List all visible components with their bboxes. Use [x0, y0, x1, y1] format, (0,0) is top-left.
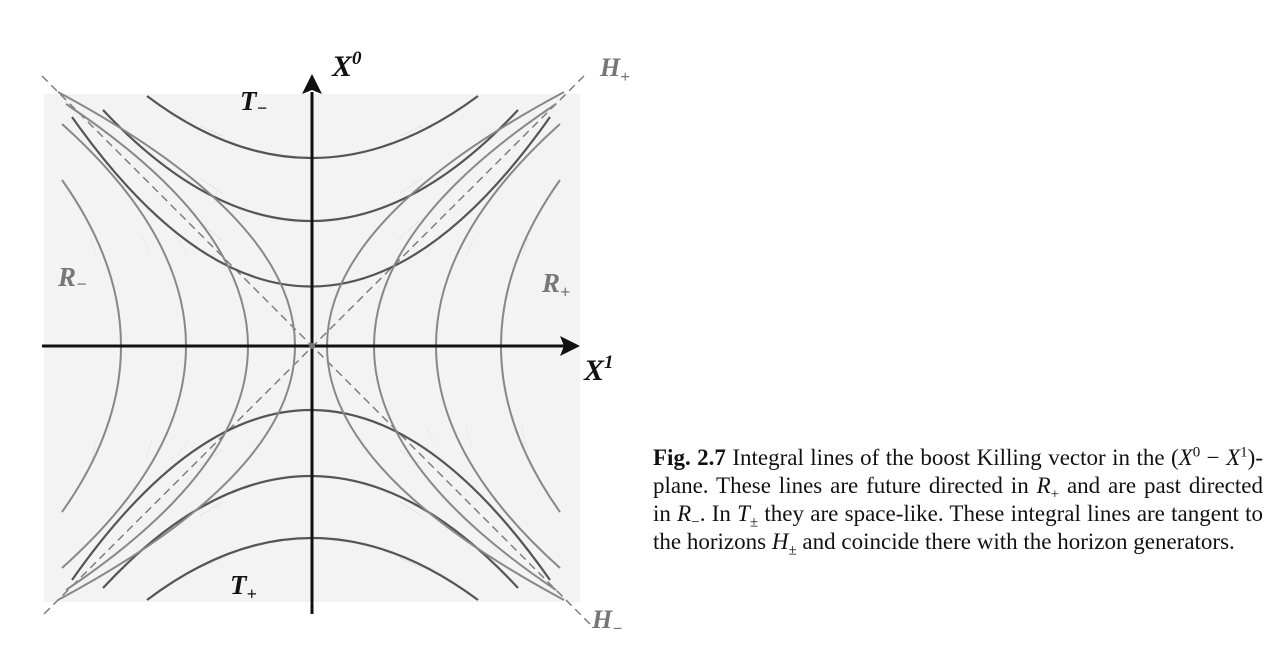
t-plus-arrows	[199, 449, 423, 569]
figure-number: Fig. 2.7	[653, 445, 726, 470]
r-minus-arrows	[89, 235, 189, 459]
r-plus-arrow	[465, 427, 473, 447]
r-plus-arrow	[521, 237, 529, 257]
r-plus-arrow	[521, 427, 527, 447]
region-r-minus-label: R−	[57, 262, 87, 294]
t-plus-arrow	[399, 557, 423, 569]
t-plus-arrow	[399, 449, 421, 465]
origin-point	[309, 343, 315, 349]
x0-axis-arrowhead	[302, 74, 322, 94]
x1-axis-arrowhead	[560, 336, 580, 356]
r-minus-arrow	[177, 439, 189, 457]
t-plus-arrow	[199, 557, 223, 569]
t-plus-arrow	[199, 501, 223, 517]
t-minus-arrows	[199, 125, 423, 241]
t-plus-arrow	[199, 449, 223, 467]
t-minus-arrow	[399, 125, 423, 137]
figure-caption: Fig. 2.7 Integral lines of the boost Kil…	[653, 444, 1264, 559]
horizon-h-plus-label: H+	[599, 53, 630, 86]
region-t-minus-label: T−	[240, 86, 267, 118]
t-minus-arrow	[397, 221, 419, 241]
boost-killing-vector-figure: X0 X1 T− T+ R− R+ H+ H−	[41, 48, 630, 638]
t-minus-arrow	[199, 221, 223, 241]
r-plus-arrow	[427, 237, 439, 255]
r-plus-arrow	[427, 429, 437, 447]
r-plus-arrow	[465, 237, 475, 257]
t-minus-arrow	[199, 177, 223, 194]
r-minus-arrow	[175, 235, 187, 253]
x1-axis-label: X1	[583, 352, 614, 387]
region-r-plus-label: R+	[541, 268, 570, 302]
t-minus-arrow	[199, 125, 223, 137]
t-minus-arrow	[399, 177, 423, 194]
region-t-plus-label: T+	[230, 570, 257, 604]
r-minus-arrow	[89, 235, 97, 255]
r-plus-arrows	[427, 237, 529, 447]
r-minus-arrow	[141, 235, 151, 255]
x0-axis-label: X0	[331, 48, 362, 83]
horizon-h-minus-label: H−	[591, 605, 623, 638]
r-minus-arrow	[91, 439, 97, 459]
t-plus-arrow	[399, 501, 423, 517]
r-minus-arrow	[145, 439, 153, 459]
